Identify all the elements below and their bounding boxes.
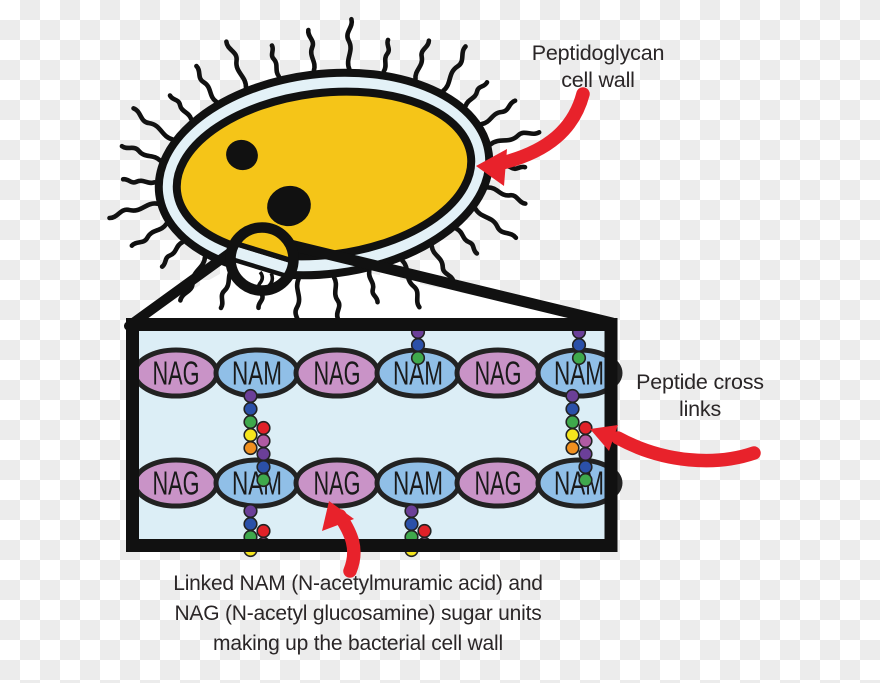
cell-inclusion-small <box>226 139 258 171</box>
caption-line2: NAG (N-acetyl glucosamine) sugar units <box>174 602 542 625</box>
cell-wall-arrow <box>491 87 590 171</box>
annotation-arrows <box>322 87 761 578</box>
cross-links-label-line1: Peptide cross <box>636 370 764 394</box>
wall-unit-label: NAG <box>314 465 361 502</box>
wall-unit-label: NAG <box>475 465 522 502</box>
wall-unit-label: NAG <box>153 355 200 392</box>
cross-links-arrow <box>611 431 761 468</box>
wall-unit <box>535 457 623 509</box>
wall-unit-label: NAM <box>232 465 282 502</box>
caption-line3: making up the bacterial cell wall <box>213 632 503 655</box>
wall-unit-label: NAM <box>393 465 443 502</box>
sugar-unit-labels: NAG NAM NAG NAM NAG NAM NAG NAM NAG NAM … <box>153 355 605 502</box>
wall-unit-label: NAG <box>153 465 200 502</box>
sugar-units-arrowhead <box>322 501 354 531</box>
flagella-group <box>107 16 542 332</box>
wall-unit-label: NAM <box>554 465 604 502</box>
sugar-units <box>132 347 623 509</box>
lens-contents <box>232 229 292 289</box>
cross-links-arrowhead <box>590 425 618 451</box>
cell-wall-label-line1: Peptidoglycan <box>531 41 665 65</box>
caption-label: Linked NAM (N-acetylmuramic acid) and NA… <box>173 569 543 659</box>
cell-inclusion-large <box>267 185 311 227</box>
bacterium-cell <box>154 68 494 280</box>
magnifier-lens <box>225 222 299 296</box>
cell-wall-arrowhead <box>476 149 507 186</box>
caption-line1: Linked NAM (N-acetylmuramic acid) and <box>173 572 543 595</box>
cross-links-label-line2: links <box>678 397 722 421</box>
wedge-left-edge <box>124 242 243 331</box>
wall-unit-label: NAG <box>314 355 361 392</box>
cell-wall-label-line2: cell wall <box>561 68 635 92</box>
lens-ring <box>225 222 299 296</box>
cell-wall-label: Peptidoglycan cell wall <box>531 40 665 94</box>
wedge-right-edge <box>280 238 618 329</box>
cross-links-label: Peptide cross links <box>636 369 764 423</box>
wall-unit-label: NAG <box>475 355 522 392</box>
wall-unit-label: NAM <box>232 355 282 392</box>
